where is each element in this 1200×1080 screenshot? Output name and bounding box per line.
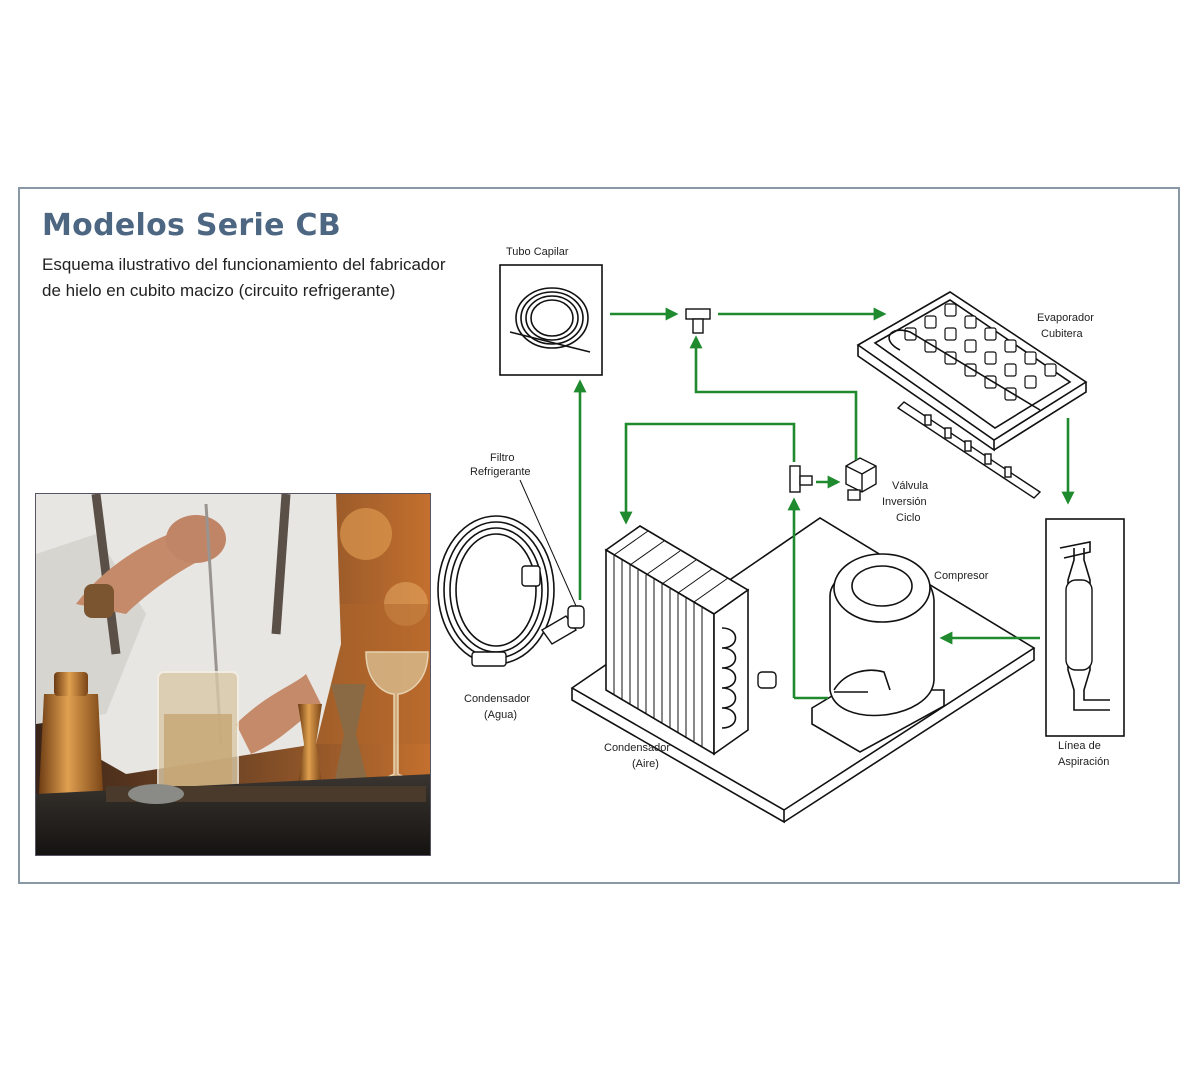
bartender-photo [35, 493, 431, 856]
page-title: Modelos Serie CB [42, 208, 341, 243]
subtitle-line-2: de hielo en cubito macizo (circuito refr… [42, 281, 396, 300]
page-subtitle: Esquema ilustrativo del funcionamiento d… [42, 252, 482, 304]
subtitle-line-1: Esquema ilustrativo del funcionamiento d… [42, 255, 446, 274]
